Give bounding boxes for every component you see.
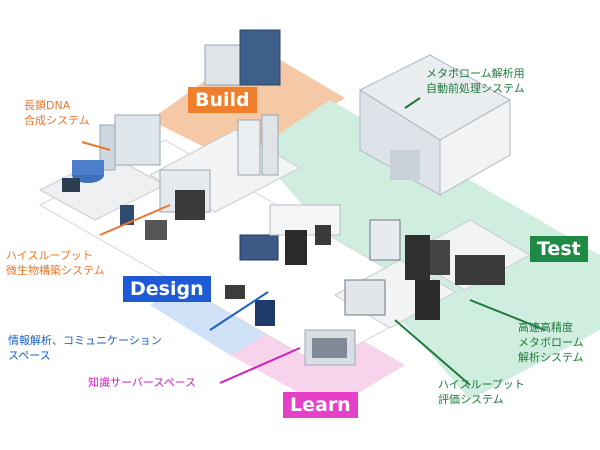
long-dna-unit <box>62 114 161 192</box>
callout-metabolome-auto <box>404 97 421 109</box>
learn-workspace <box>304 329 356 366</box>
callout-long-dna <box>81 141 111 151</box>
design-tag: Design <box>123 276 211 302</box>
callout-knowledge-server <box>219 347 301 384</box>
callout-high-throughput-eval <box>394 319 471 386</box>
design-workspace <box>120 205 279 326</box>
label-high-throughput-eval: ハイスループット 評価システム <box>438 378 525 406</box>
reagent-shelves <box>269 204 341 265</box>
label-long-dna: 長鎖DNA 合成システム <box>24 99 90 127</box>
label-info-analysis: 情報解析、コミュニケーション スペース <box>8 334 162 362</box>
callout-high-throughput-build <box>99 204 171 236</box>
callout-fast-metabolome <box>469 299 546 331</box>
test-analyzers <box>344 219 505 320</box>
build-tag: Build <box>188 87 257 113</box>
label-high-throughput-build: ハイスループット 微生物構築システム <box>6 249 105 277</box>
metabolome-room <box>358 54 512 196</box>
label-fast-metabolome: 高速高精度 メタボローム 解析システム <box>518 321 584 364</box>
callout-info-analysis <box>209 291 269 331</box>
test-tag: Test <box>530 236 588 262</box>
learn-tag: Learn <box>283 392 358 418</box>
label-knowledge-server: 知識サーバースペース <box>88 376 197 389</box>
build-equipment <box>145 29 281 240</box>
label-metabolome-auto: メタボローム解析用 自動前処理システム <box>426 67 525 95</box>
